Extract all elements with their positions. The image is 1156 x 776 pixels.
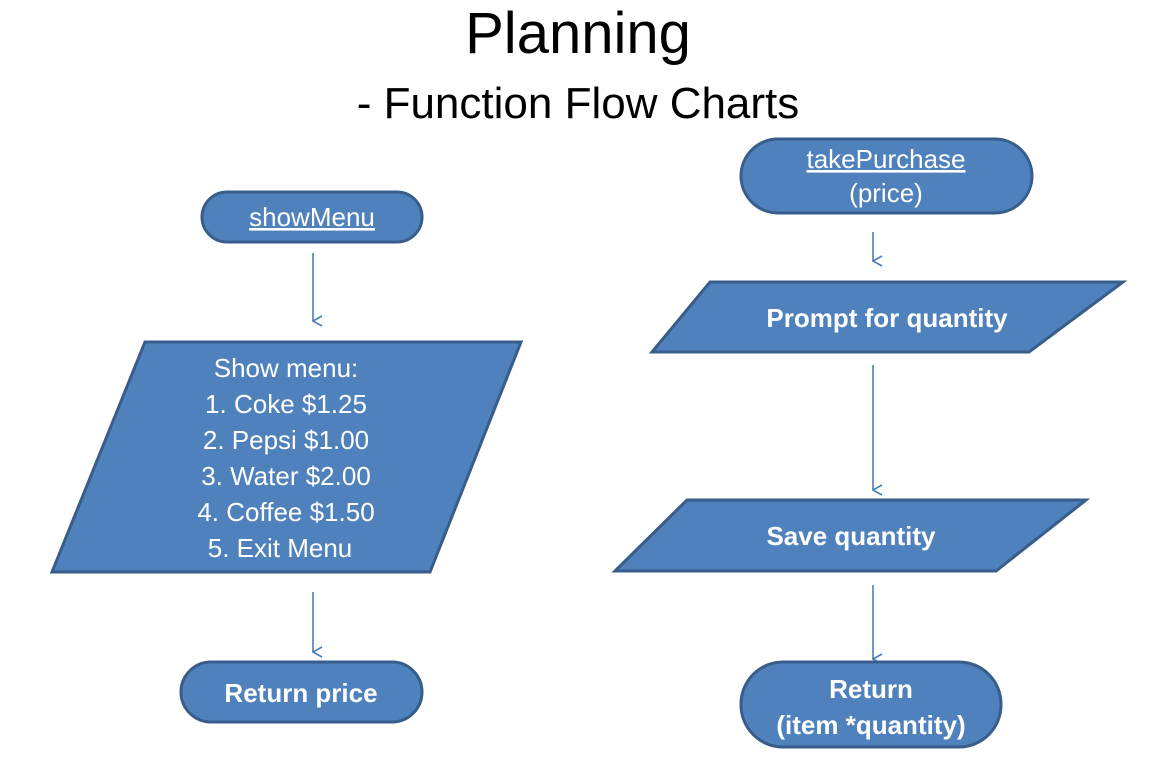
menu-item-name: Coke [234, 389, 295, 419]
showmenu-terminator: showMenu [200, 190, 424, 244]
menu-item-number: 3. [201, 461, 230, 491]
prompt-quantity-io: Prompt for quantity [648, 280, 1128, 354]
slide-title: Planning [465, 1, 691, 66]
menu-item-price: $2.00 [299, 461, 371, 491]
menu-item-price: $1.50 [302, 497, 374, 527]
show-menu-io: Show menu: 1. Coke $1.25 2. Pepsi $1.00 3.… [49, 340, 524, 574]
return-total-terminator: Return (item *quantity) [739, 660, 1003, 749]
menu-item-price: $1.25 [295, 389, 367, 419]
menu-item: 2. Pepsi $1.00 [203, 425, 369, 455]
menu-item-number: 2. [203, 425, 232, 455]
prompt-quantity-io-shape [648, 280, 1128, 354]
show-menu-io-shape [49, 340, 524, 574]
menu-item-name: Exit Menu [237, 533, 353, 563]
menu-item-name: Coffee [226, 497, 302, 527]
return-price-label: Return price [224, 678, 377, 708]
menu-item: 1. Coke $1.25 [205, 389, 367, 419]
menu-item-number: 4. [197, 497, 226, 527]
takepurchase-terminator-shape [739, 137, 1034, 215]
return-price-terminator: Return price [179, 660, 424, 724]
menu-item-name: Pepsi [232, 425, 297, 455]
return-total-expression: (item *quantity) [776, 710, 965, 740]
return-total-terminator-shape [739, 660, 1003, 749]
left-flowchart: showMenu Show menu: 1. Coke $1.25 2. Peps… [49, 190, 524, 724]
prompt-quantity-label: Prompt for quantity [766, 303, 1008, 333]
return-total-label: Return [829, 674, 913, 704]
menu-item: 5. Exit Menu [208, 533, 353, 563]
takepurchase-param: (price) [849, 178, 923, 208]
menu-item: 4. Coffee $1.50 [197, 497, 374, 527]
takepurchase-label: takePurchase [807, 144, 966, 174]
slide-subtitle: - Function Flow Charts [356, 79, 800, 128]
showmenu-label: showMenu [249, 202, 375, 232]
return-price-terminator-shape [179, 660, 424, 724]
menu-items-list: 1. Coke $1.25 2. Pepsi $1.00 3. Water $2.0… [197, 389, 374, 563]
show-menu-heading: Show menu: [214, 353, 359, 383]
save-quantity-io-shape [611, 498, 1091, 573]
save-quantity-io: Save quantity [611, 498, 1091, 573]
save-quantity-label: Save quantity [766, 521, 936, 551]
takepurchase-terminator: takePurchase (price) [739, 137, 1034, 215]
menu-item-name: Water [230, 461, 299, 491]
menu-item-number: 5. [208, 533, 237, 563]
menu-item: 3. Water $2.00 [201, 461, 371, 491]
menu-item-number: 1. [205, 389, 234, 419]
menu-item-price: $1.00 [297, 425, 369, 455]
right-flowchart: takePurchase (price) Prompt for quantity… [611, 137, 1128, 749]
showmenu-terminator-shape [200, 190, 424, 244]
